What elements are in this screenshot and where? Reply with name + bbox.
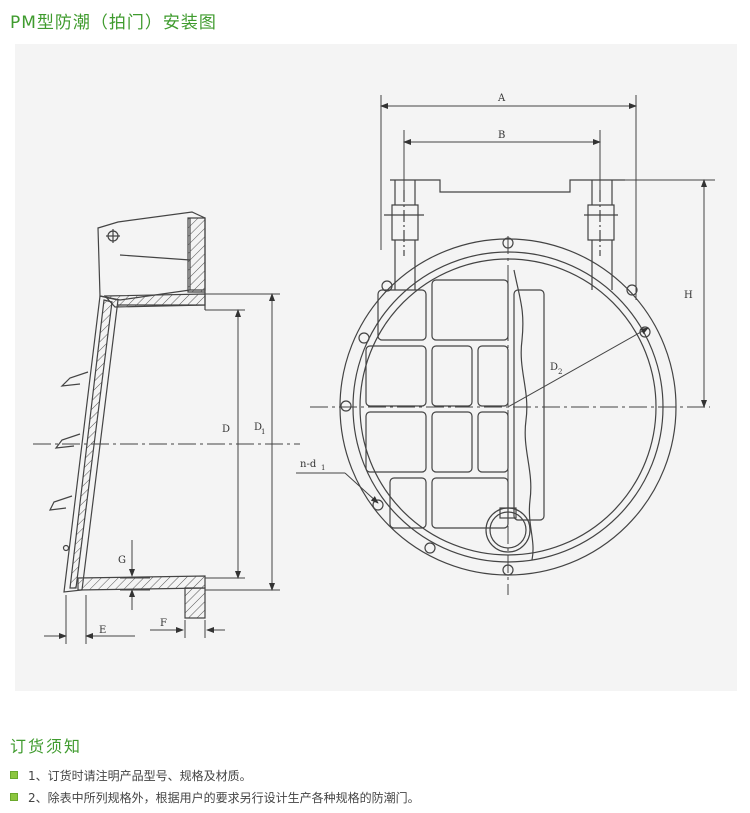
side-view: [48, 211, 206, 619]
installation-drawing: A B H D D 1 D 2 G E F n-d 1: [15, 44, 737, 691]
label-D2: D: [550, 362, 558, 373]
bullet-square-icon: [10, 771, 18, 779]
ordering-title: 订货须知: [10, 737, 83, 756]
label-G: G: [118, 555, 126, 566]
label-B: B: [498, 130, 505, 141]
list-item: 2、除表中所列规格外，根据用户的要求另行设计生产各种规格的防潮门。: [10, 786, 420, 808]
page-title: PM型防潮（拍门）安装图: [10, 13, 217, 33]
label-E: E: [99, 625, 106, 636]
note-text: 1、订货时请注明产品型号、规格及材质。: [28, 768, 252, 783]
label-D1-sub: 1: [261, 428, 265, 436]
bullet-square-icon: [10, 793, 18, 801]
drawing-svg: A B H D D 1 D 2 G E F n-d 1: [33, 93, 715, 644]
label-A: A: [497, 93, 506, 104]
ordering-notes: 1、订货时请注明产品型号、规格及材质。 2、除表中所列规格外，根据用户的要求另行…: [10, 764, 420, 808]
label-F: F: [160, 618, 167, 629]
note-text: 2、除表中所列规格外，根据用户的要求另行设计生产各种规格的防潮门。: [28, 790, 420, 805]
label-nd: n-d: [300, 459, 317, 470]
side-dimensions: [33, 293, 300, 644]
dimension-labels: A B H D D 1 D 2 G E F n-d 1: [99, 93, 693, 636]
label-D: D: [222, 424, 230, 435]
label-H: H: [684, 290, 693, 301]
front-dimensions: [296, 95, 715, 504]
label-nd-sub: 1: [321, 464, 325, 472]
label-D2-sub: 2: [558, 368, 562, 376]
list-item: 1、订货时请注明产品型号、规格及材质。: [10, 764, 420, 786]
label-D1: D: [254, 422, 262, 433]
grid-panel: [365, 279, 545, 529]
front-view: [310, 179, 710, 595]
